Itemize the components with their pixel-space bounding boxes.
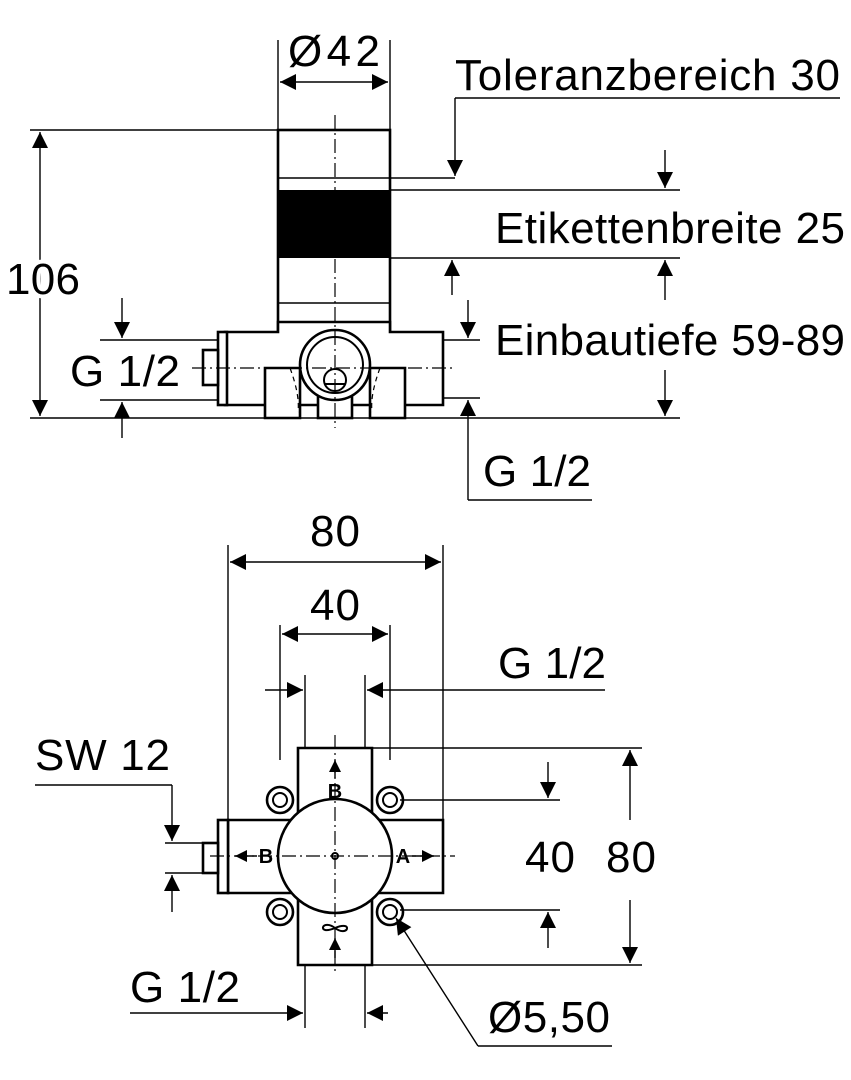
top-thread-label: G 1/2 <box>498 639 606 688</box>
dimension-hole-diameter: Ø5,50 <box>395 917 612 1047</box>
dimension-diameter-42: Ø42 <box>277 27 391 130</box>
port-label-b-top: B <box>328 781 342 803</box>
label-width-label: Etikettenbreite 25 <box>495 204 845 253</box>
mounting-holes <box>265 785 405 927</box>
install-depth-label: Einbautiefe 59-89 <box>495 316 845 365</box>
port-label-a-right: A <box>396 846 410 868</box>
top-view: Ø42 106 <box>2 27 845 501</box>
height-label: 80 <box>606 833 656 882</box>
wrench-label: SW 12 <box>35 731 170 780</box>
dimension-left-thread: G 1/2 <box>70 298 218 438</box>
dimension-label-width: Etikettenbreite 25 <box>390 150 845 300</box>
dimension-bottom-thread-2: G 1/2 <box>130 963 388 1028</box>
inner-height-label: 40 <box>525 833 575 882</box>
dimension-width-80: 80 <box>227 507 444 830</box>
dimension-tolerance: Toleranzbereich 30 <box>390 51 840 179</box>
bottom-view: 80 40 G 1/2 <box>35 507 656 1047</box>
port-label-b-left: B <box>259 846 273 868</box>
width-label: 80 <box>310 507 360 556</box>
valve-body-top: B B A <box>201 735 455 975</box>
bottom-thread-label: G 1/2 <box>483 447 591 496</box>
bottom-thread-label: G 1/2 <box>130 963 240 1012</box>
diameter-label: Ø42 <box>288 27 380 76</box>
dimension-height-106: 106 <box>2 129 680 419</box>
valve-body-side <box>192 115 455 428</box>
hole-label: Ø5,50 <box>488 993 610 1042</box>
dimension-height-80: 80 <box>300 747 656 966</box>
dimension-inner-width-40: 40 <box>279 581 391 760</box>
inner-width-label: 40 <box>310 581 360 630</box>
dimension-wrench-size: SW 12 <box>35 731 203 912</box>
dimension-bottom-thread: G 1/2 <box>443 397 592 501</box>
height-label: 106 <box>6 255 80 304</box>
nut <box>201 841 220 875</box>
mixing-symbol-icon <box>322 923 348 933</box>
left-thread-label: G 1/2 <box>70 347 180 396</box>
tolerance-label: Toleranzbereich 30 <box>455 51 840 100</box>
dimension-install-depth: Einbautiefe 59-89 <box>443 260 845 416</box>
dimension-top-thread: G 1/2 <box>265 639 606 760</box>
label-band <box>278 190 390 258</box>
dimension-inner-height-40: 40 <box>400 762 575 948</box>
